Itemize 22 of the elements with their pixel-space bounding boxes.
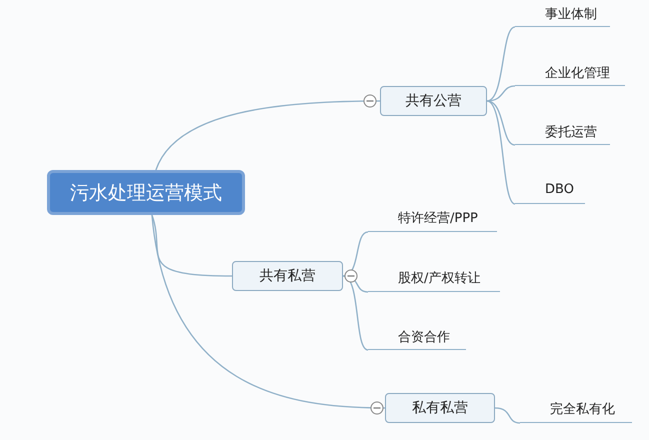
subtopic-label: 合资合作 (368, 328, 466, 350)
connector-line (151, 214, 386, 409)
subtopic-label: 企业化管理 (515, 64, 625, 86)
subtopic-label: 股权/产权转让 (368, 269, 500, 292)
subtopic-label: 事业体制 (515, 5, 610, 27)
topic-box: 共有私营 (232, 261, 343, 291)
connector-line (494, 407, 520, 424)
connector-line (486, 26, 516, 102)
topic-box: 共有公营 (380, 86, 487, 116)
connector-line (342, 231, 368, 277)
connector-line (155, 100, 380, 170)
subtopic-label: 委托运营 (515, 123, 610, 145)
connector-line (486, 100, 516, 146)
topic-box: 私有私营 (385, 393, 495, 423)
connector-line (486, 85, 516, 102)
subtopic-label: 特许经营/PPP (368, 209, 497, 232)
subtopic-label: DBO (515, 182, 585, 204)
connector-line (151, 214, 232, 277)
subtopic-label: 完全私有化 (520, 400, 632, 423)
connector-line (486, 100, 516, 205)
connector-line (342, 275, 368, 351)
root-topic-box: 污水处理运营模式 (47, 170, 245, 215)
